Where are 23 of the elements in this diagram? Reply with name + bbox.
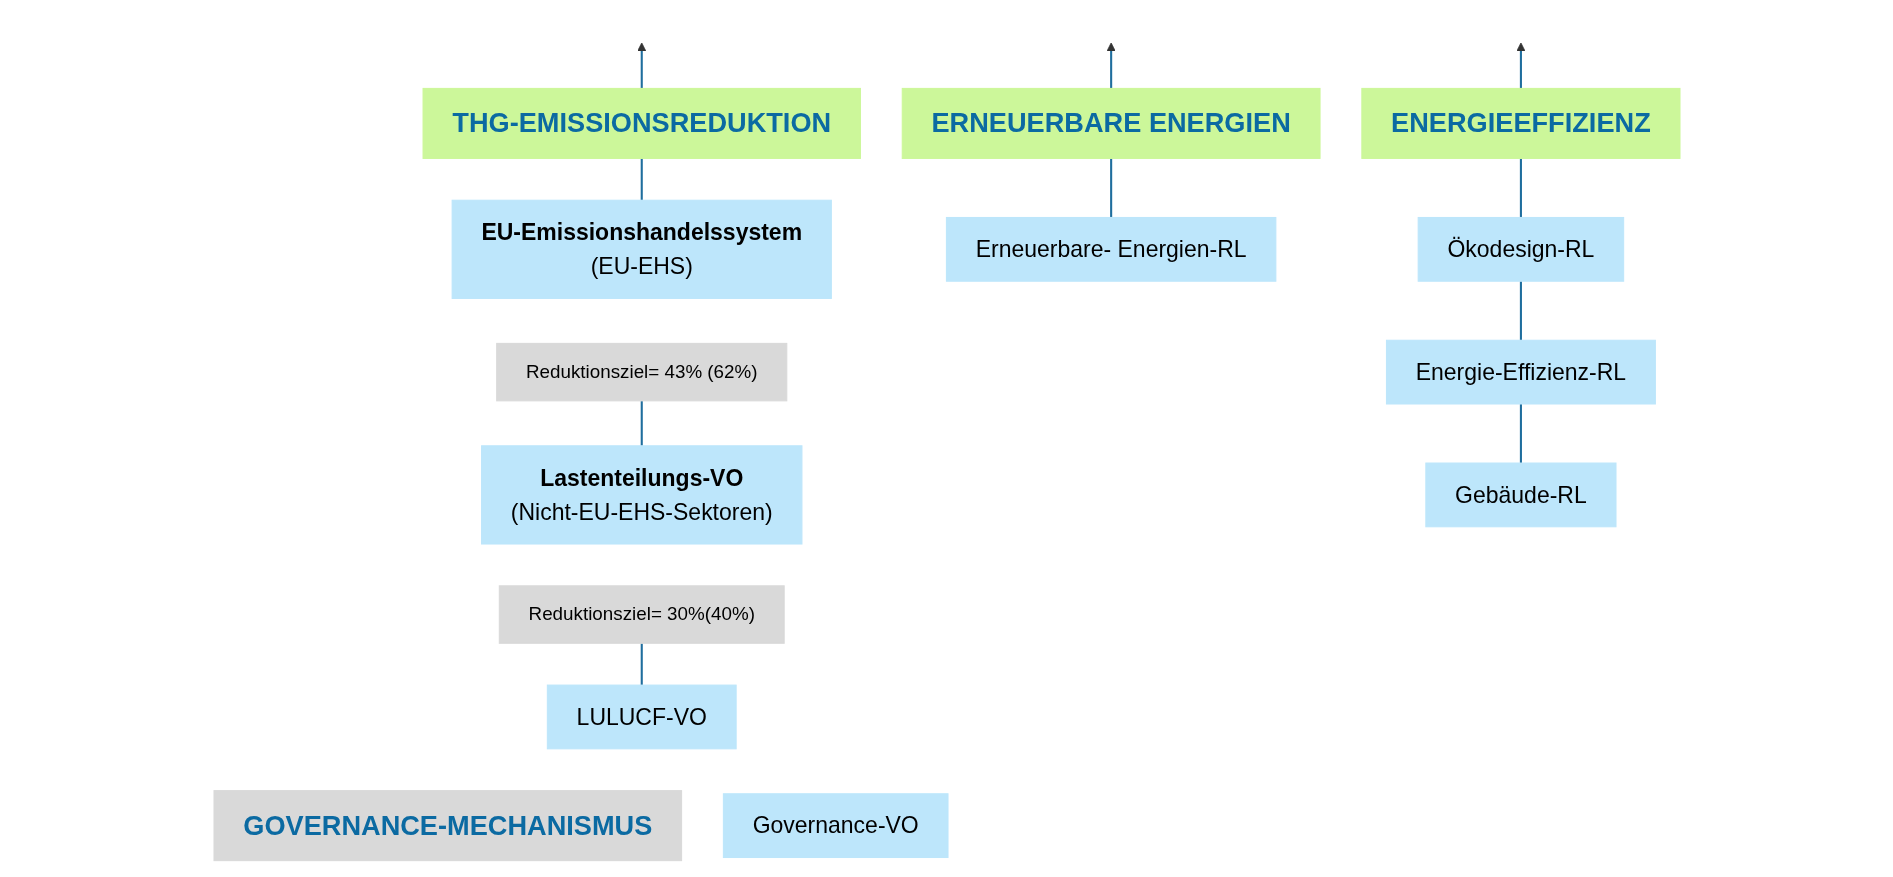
node-box: ENERGIEEFFIZIENZ	[1360, 87, 1680, 159]
arrow	[1106, 41, 1116, 88]
node-box: Lastenteilungs-VO (Nicht-EU-EHS-Sektoren)	[480, 444, 802, 545]
node-box: Energie-Effizienz-RL	[1385, 339, 1656, 404]
node-box: EU-Emissionshandelssystem (EU-EHS)	[451, 199, 832, 299]
connector	[1519, 403, 1522, 463]
arrow	[636, 41, 646, 88]
node-box: Governance-VO	[722, 792, 949, 858]
connector	[1519, 280, 1522, 340]
connector	[640, 400, 643, 446]
connector	[1519, 157, 1522, 217]
node-box: ERNEUERBARE ENERGIEN	[901, 87, 1321, 159]
connector	[640, 157, 643, 200]
connector	[1109, 157, 1112, 217]
node-box: LULUCF-VO	[546, 684, 737, 749]
node-box: Reduktionsziel= 43% (62%)	[495, 342, 787, 401]
connector	[640, 642, 643, 685]
node-box: Reduktionsziel= 30%(40%)	[498, 584, 785, 644]
node-box: Erneuerbare- Energien-RL	[945, 216, 1276, 282]
node-box: Ökodesign-RL	[1417, 216, 1624, 282]
node-box: GOVERNANCE-MECHANISMUS	[213, 789, 682, 861]
node-box: THG-EMISSIONSREDUKTION	[422, 87, 861, 159]
node-box: Gebäude-RL	[1424, 462, 1617, 527]
